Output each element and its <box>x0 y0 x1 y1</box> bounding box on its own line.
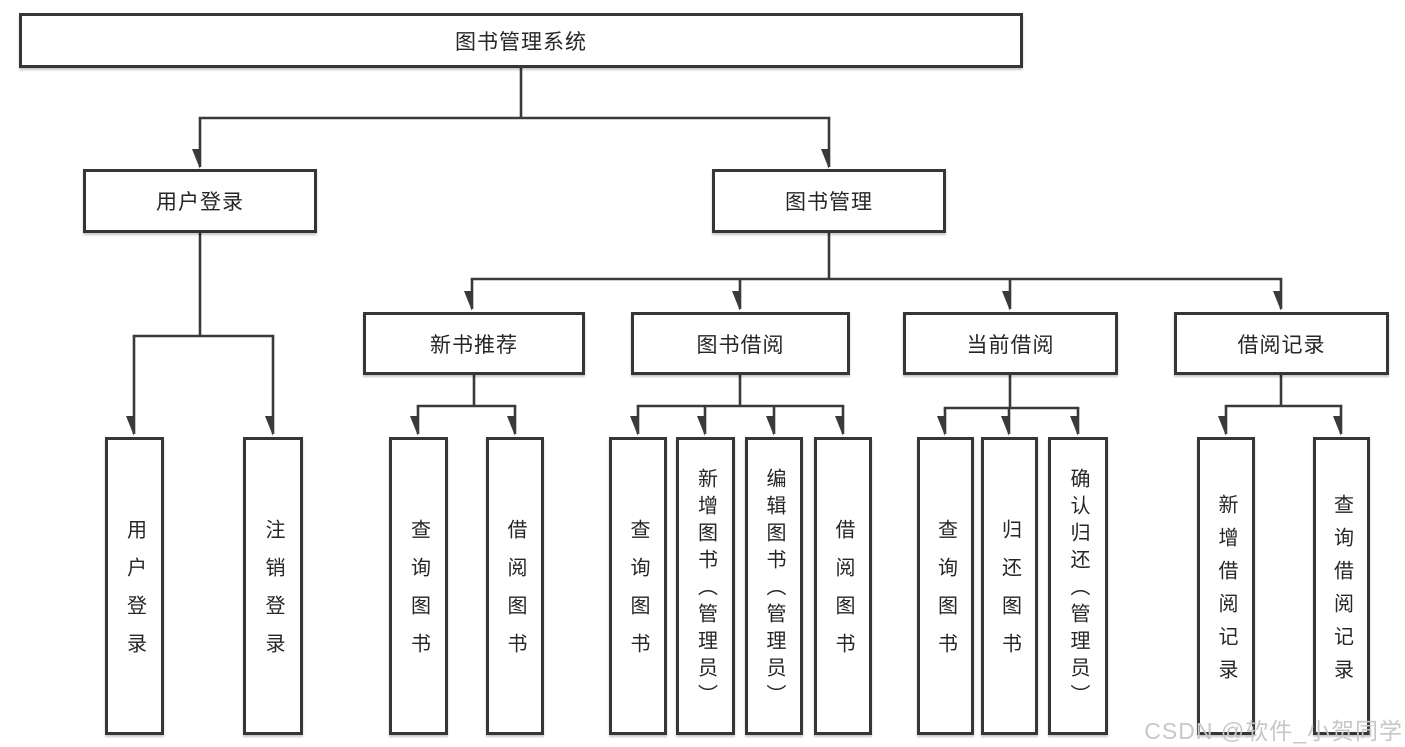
leaf-current-return: 归还图书 <box>981 437 1038 735</box>
tree-trunk-lines <box>132 66 1343 410</box>
leaf-new-book-borrow: 借阅图书 <box>486 437 544 735</box>
leaf-current-query: 查询图书 <box>917 437 974 735</box>
leaf-borrow-add-admin-label: 新增图书（管理员） <box>694 468 717 711</box>
node-current-borrow: 当前借阅 <box>903 312 1118 375</box>
leaf-record-add: 新增借阅记录 <box>1197 437 1255 735</box>
node-user-login-label: 用户登录 <box>156 191 244 214</box>
node-root: 图书管理系统 <box>19 13 1023 68</box>
leaf-record-query: 查询借阅记录 <box>1313 437 1370 735</box>
leaf-new-book-query-label: 查询图书 <box>407 519 430 671</box>
node-book-borrow: 图书借阅 <box>631 312 850 375</box>
node-user-login: 用户登录 <box>83 169 317 233</box>
leaf-borrow-edit-admin: 编辑图书（管理员） <box>745 437 803 735</box>
node-borrow-records-label: 借阅记录 <box>1237 333 1326 357</box>
node-book-management-label: 图书管理 <box>785 191 873 214</box>
leaf-current-query-label: 查询图书 <box>934 519 957 671</box>
node-current-borrow-label: 当前借阅 <box>966 333 1055 357</box>
leaf-record-query-label: 查询借阅记录 <box>1330 493 1353 692</box>
leaf-new-book-query: 查询图书 <box>389 437 448 735</box>
node-book-management: 图书管理 <box>712 169 946 233</box>
node-root-label: 图书管理系统 <box>455 30 587 54</box>
leaf-current-confirm-admin: 确认归还（管理员） <box>1048 437 1108 735</box>
leaf-logout-label: 注销登录 <box>262 519 284 671</box>
watermark: CSDN @软件_小贺同学 <box>1144 718 1403 744</box>
leaf-logout: 注销登录 <box>243 437 303 735</box>
leaf-current-return-label: 归还图书 <box>998 519 1021 671</box>
node-new-book-recommend: 新书推荐 <box>363 312 585 375</box>
leaf-current-confirm-admin-label: 确认归还（管理员） <box>1067 468 1089 711</box>
leaf-borrow-borrow-label: 借阅图书 <box>832 519 854 671</box>
node-book-borrow-label: 图书借阅 <box>696 333 785 357</box>
leaf-borrow-borrow: 借阅图书 <box>814 437 872 735</box>
node-new-book-recommend-label: 新书推荐 <box>430 333 518 357</box>
leaf-borrow-edit-admin-label: 编辑图书（管理员） <box>763 468 785 711</box>
leaf-borrow-query: 查询图书 <box>609 437 667 735</box>
leaf-new-book-borrow-label: 借阅图书 <box>504 519 526 671</box>
leaf-user-login-label: 用户登录 <box>123 519 146 671</box>
leaf-user-login: 用户登录 <box>105 437 164 735</box>
node-borrow-records: 借阅记录 <box>1174 312 1389 375</box>
leaf-borrow-query-label: 查询图书 <box>627 519 649 671</box>
leaf-borrow-add-admin: 新增图书（管理员） <box>676 437 735 735</box>
leaf-record-add-label: 新增借阅记录 <box>1215 493 1237 692</box>
